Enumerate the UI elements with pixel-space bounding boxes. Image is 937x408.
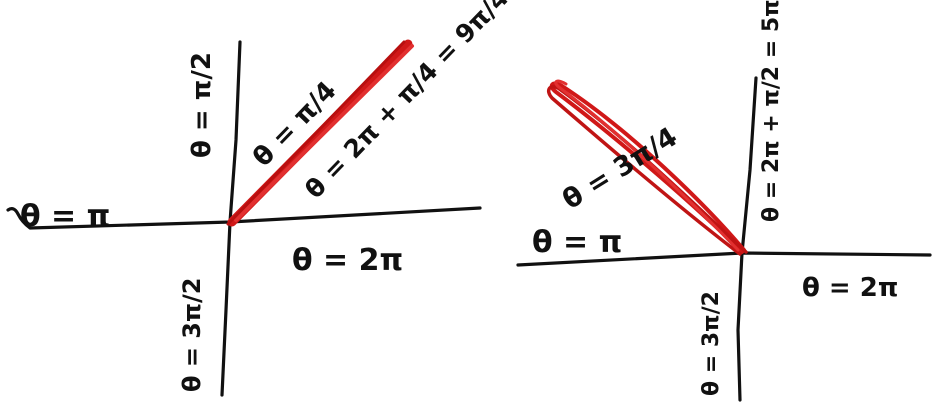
right-label-2pi: θ = 2π (802, 273, 898, 303)
right-diagram: θ = π θ = 2π θ = 2π + π/2 = 5π/2 θ = 3π/… (516, 0, 932, 402)
left-label-3pi-over-2: θ = 3π/2 (178, 278, 206, 392)
right-ray-3pi-over-4 (546, 79, 748, 256)
left-label-pi-over-2: θ = π/2 (187, 52, 217, 158)
left-label-pi: θ = π (20, 199, 110, 234)
right-label-pi: θ = π (532, 225, 622, 260)
right-label-5pi-over-2: θ = 2π + π/2 = 5π/2 (759, 0, 784, 222)
left-diagram: θ = π θ = 2π θ = π/2 θ = 3π/2 θ = π/4 θ … (6, 0, 514, 397)
right-label-3pi-over-2: θ = 3π/2 (699, 291, 724, 396)
left-label-2pi: θ = 2π (292, 243, 403, 278)
left-ray-pi-over-4 (226, 39, 414, 227)
left-x-axis (6, 206, 482, 230)
right-y-axis (736, 76, 758, 402)
